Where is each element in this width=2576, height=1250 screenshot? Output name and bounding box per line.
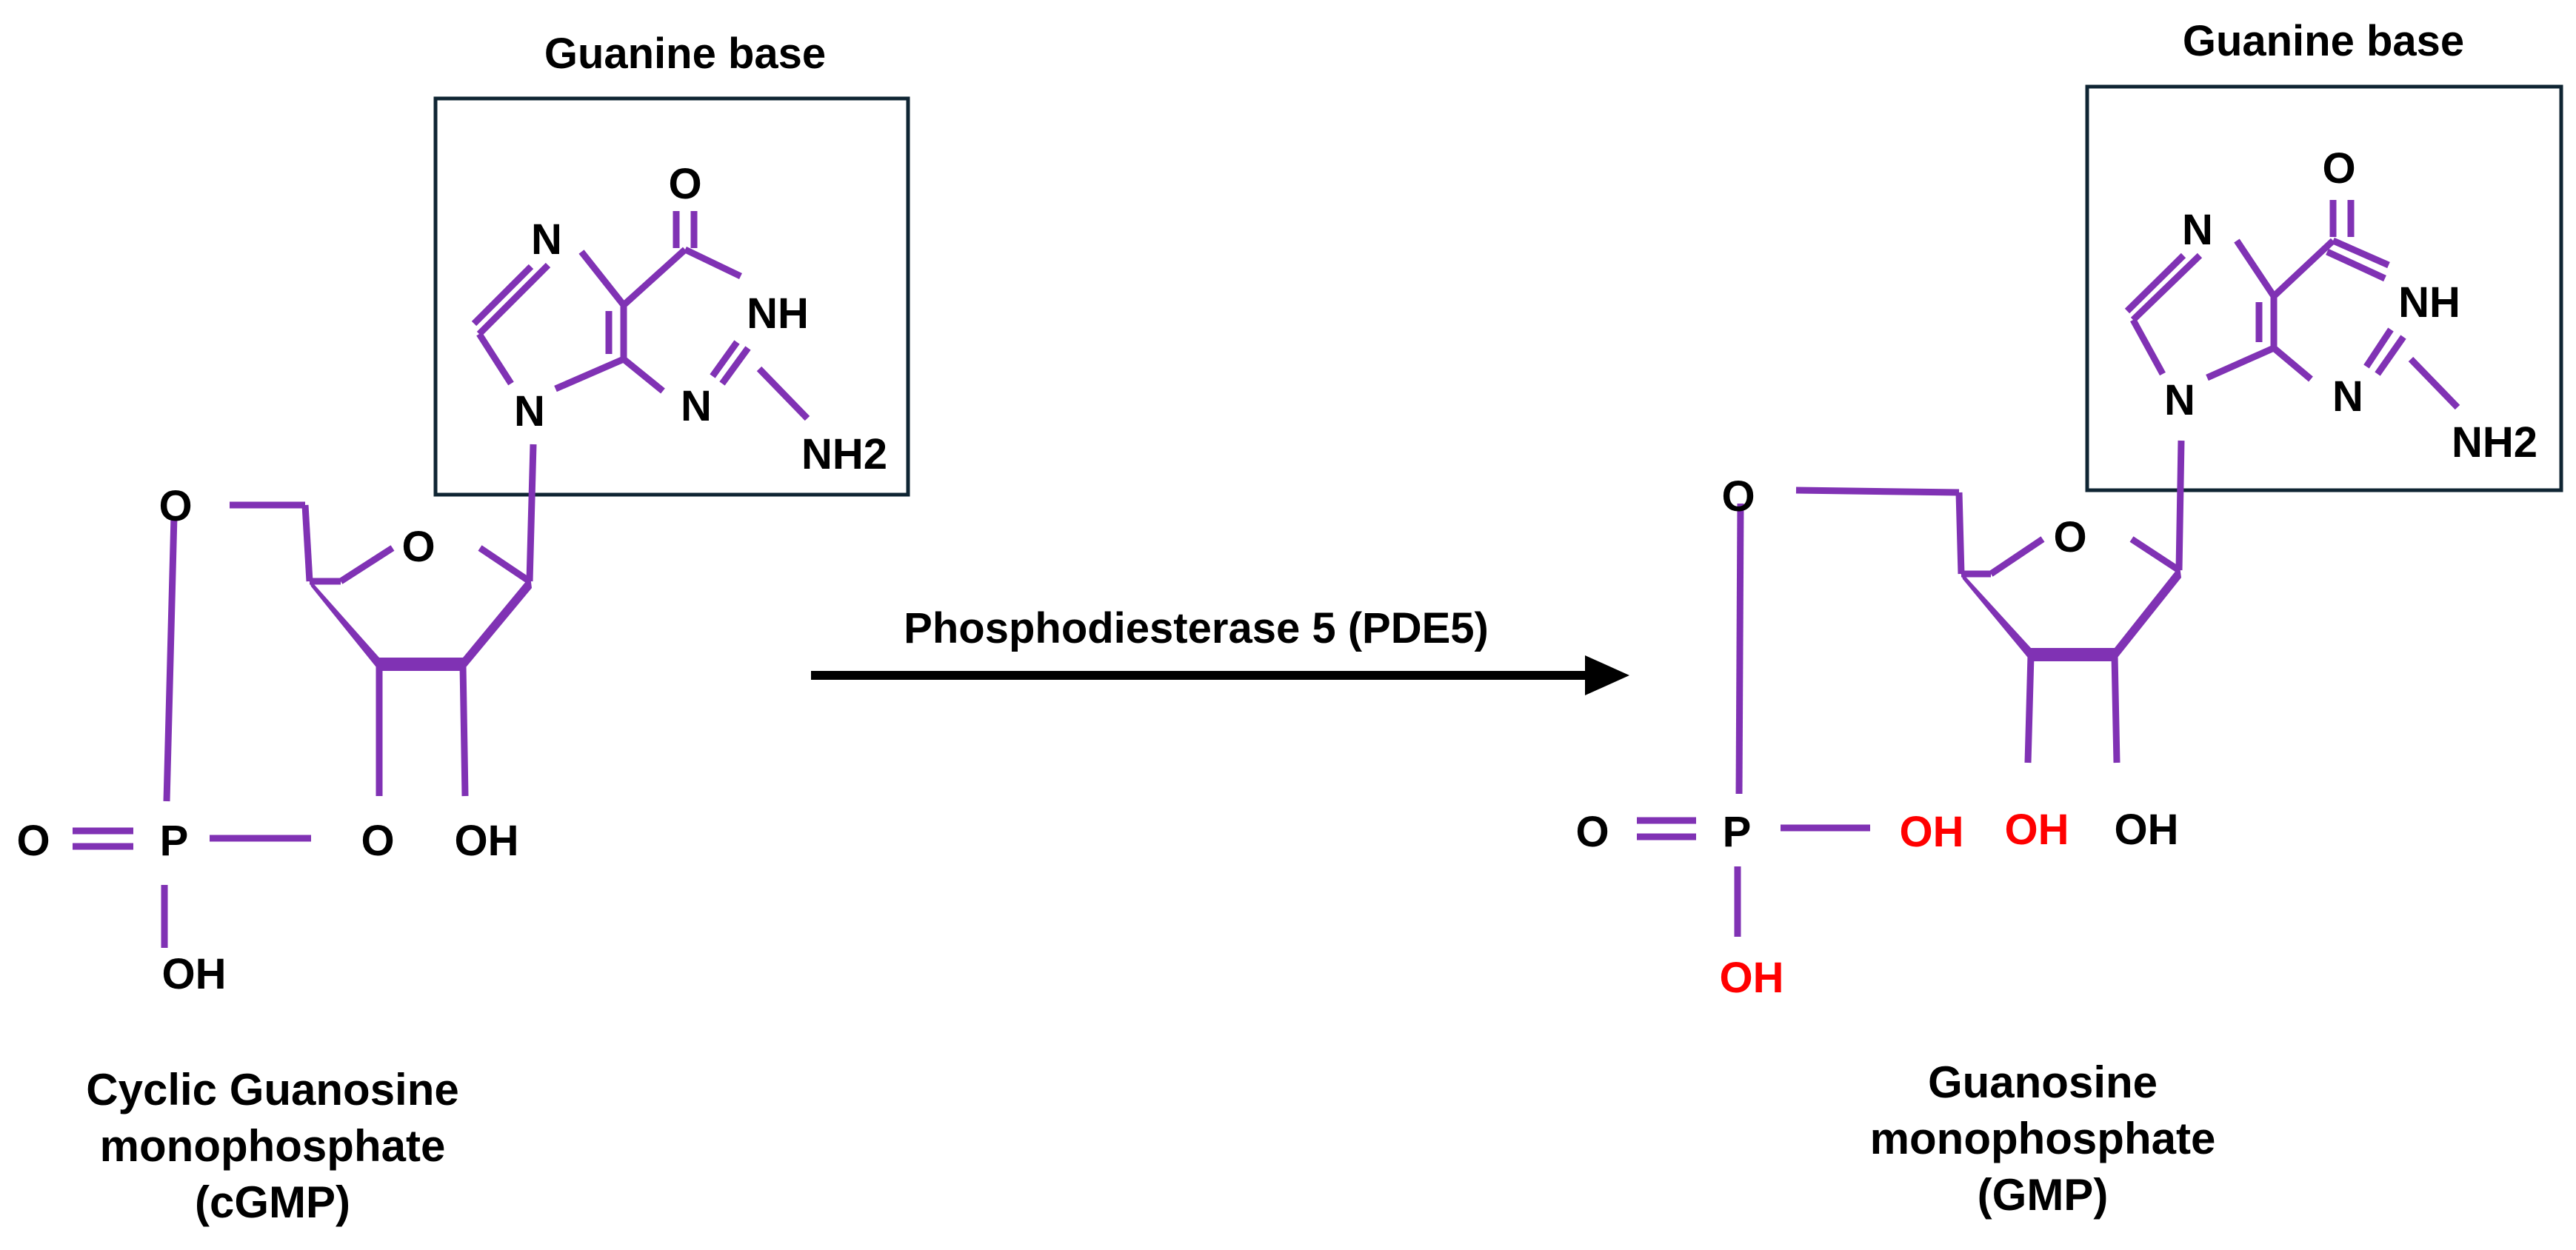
product-atom-nh: NH (2398, 278, 2460, 327)
reactant-atom-n9: N (514, 387, 545, 435)
product-atom-oh-phosphate-right: OH (1900, 808, 1964, 856)
reactant-guanine-label: Guanine base (544, 30, 826, 78)
reactant-atoms: O N NH N N NH2 O O O P O OH OH (16, 160, 887, 998)
cgmp-molecule: Guanine base (16, 30, 910, 1227)
product-atom-o-double: O (1575, 808, 1609, 856)
reactant-atom-o-carbonyl: O (668, 160, 701, 208)
reactant-caption-line2: monophosphate (100, 1121, 446, 1171)
arrow-head (1585, 655, 1629, 695)
product-atom-n9: N (2164, 376, 2195, 424)
product-atoms: O N NH N N NH2 O O O P OH OH OH OH (1575, 144, 2537, 1002)
product-atom-o-carbonyl: O (2322, 144, 2355, 193)
product-atom-oh2: OH (2115, 806, 2179, 854)
product-ribose-bold-middle (2031, 648, 2115, 661)
reactant-atom-nh2: NH2 (801, 430, 887, 478)
product-guanine-label: Guanine base (2183, 17, 2464, 65)
reaction-arrow: Phosphodiesterase 5 (PDE5) (811, 604, 1629, 695)
reactant-atom-o3: O (361, 817, 394, 865)
product-atom-oh3: OH (2005, 806, 2069, 854)
gmp-molecule: Guanine base (1575, 17, 2563, 1220)
reactant-atom-p: P (160, 817, 189, 865)
product-ribose-bold-right (2115, 566, 2181, 661)
product-atom-n7: N (2182, 206, 2213, 254)
arrow-label: Phosphodiesterase 5 (PDE5) (904, 604, 1489, 652)
product-bonds (1637, 200, 2460, 937)
reactant-caption-line3: (cGMP) (195, 1177, 350, 1227)
product-atom-o-ring: O (2053, 513, 2086, 561)
product-atom-o5: O (1721, 472, 1755, 521)
reactant-caption-line1: Cyclic Guanosine (86, 1065, 459, 1114)
reactant-ribose-bold-middle (379, 658, 463, 671)
reactant-atom-n7: N (531, 215, 562, 264)
product-atom-n3: N (2332, 372, 2363, 421)
reactant-atom-o5: O (159, 482, 192, 530)
product-caption: Guanosine monophosphate (GMP) (1870, 1057, 2216, 1220)
product-caption-line1: Guanosine (1928, 1057, 2158, 1107)
product-guanine-box (2085, 84, 2563, 492)
product-caption-line2: monophosphate (1870, 1114, 2216, 1163)
product-atom-nh2: NH2 (2452, 418, 2537, 467)
reactant-guanine-box (433, 96, 910, 497)
reactant-ribose-bold-left (308, 578, 379, 671)
product-atom-p: P (1723, 808, 1752, 856)
reactant-atom-oh-phosphate: OH (162, 950, 227, 998)
reactant-ribose-bold-right (463, 576, 532, 671)
product-atom-oh-phosphate-bottom: OH (1720, 954, 1784, 1002)
reactant-caption: Cyclic Guanosine monophosphate (cGMP) (86, 1065, 459, 1227)
reactant-atom-nh: NH (747, 290, 809, 338)
reactant-atom-n3: N (681, 382, 712, 430)
reactant-atom-o-double: O (16, 817, 50, 865)
product-caption-line3: (GMP) (1978, 1170, 2109, 1220)
reactant-atom-o-ring: O (401, 523, 435, 571)
product-ribose-bold-left (1960, 570, 2031, 661)
reactant-bonds (73, 211, 810, 948)
reactant-atom-oh2: OH (455, 817, 519, 865)
